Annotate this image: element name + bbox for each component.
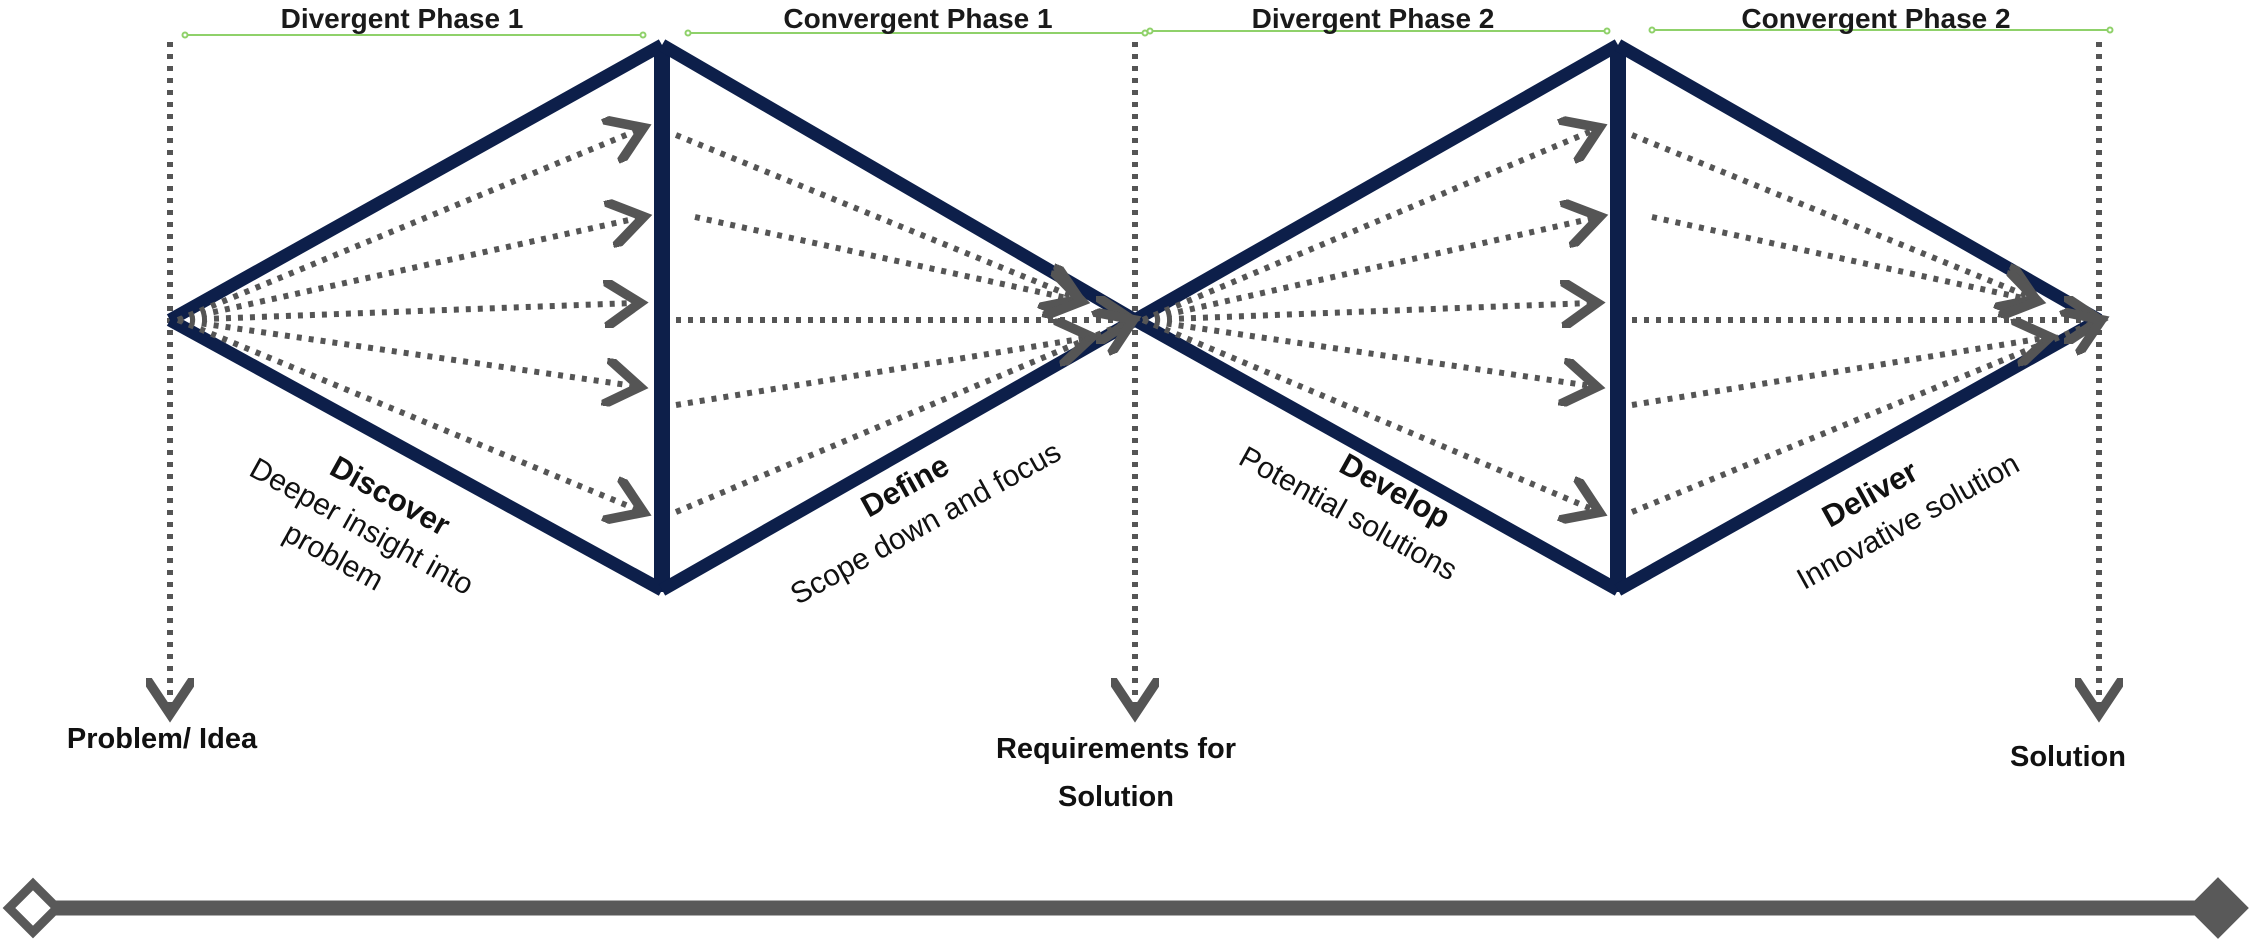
milestone-arrows bbox=[170, 42, 2099, 708]
milestone-start: Problem/ Idea bbox=[67, 723, 258, 755]
phase-brackets bbox=[181, 26, 2114, 39]
define-arrows bbox=[674, 132, 1128, 515]
phase-label-convergent-2: Convergent Phase 2 bbox=[1741, 3, 2010, 34]
milestone-middle-line1: Requirements for bbox=[996, 733, 1236, 765]
timeline-start-diamond-icon bbox=[2, 877, 64, 939]
phase-label-divergent-2: Divergent Phase 2 bbox=[1252, 3, 1495, 34]
timeline-end-diamond-icon bbox=[2187, 877, 2249, 939]
stage-discover: Discover Deeper insight into problem bbox=[244, 449, 479, 602]
milestone-middle-line2: Solution bbox=[1058, 781, 1174, 813]
discover-arrows bbox=[176, 130, 638, 510]
phase-label-convergent-1: Convergent Phase 1 bbox=[783, 3, 1052, 34]
deliver-arrows bbox=[1630, 132, 2096, 515]
phase-label-divergent-1: Divergent Phase 1 bbox=[281, 3, 524, 34]
timeline bbox=[2, 877, 2249, 939]
milestone-end: Solution bbox=[2010, 741, 2126, 773]
develop-arrows bbox=[1141, 130, 1594, 510]
